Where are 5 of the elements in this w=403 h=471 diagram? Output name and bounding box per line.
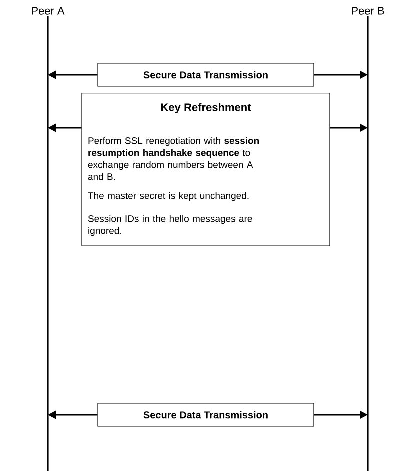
- process-box: Key Refreshment Perform SSL renegotiation with session resumption handshake sequence to exchange random numbers between A and B. The master secret is kept unchanged. Session IDs in the hello messages are ignored.: [82, 93, 330, 246]
- message-box: Secure Data Transmission: [98, 63, 314, 87]
- peer-lifeline: Peer B: [352, 7, 384, 471]
- message-box: Secure Data Transmission: [98, 403, 314, 427]
- peer-lifeline: Peer A: [32, 7, 65, 471]
